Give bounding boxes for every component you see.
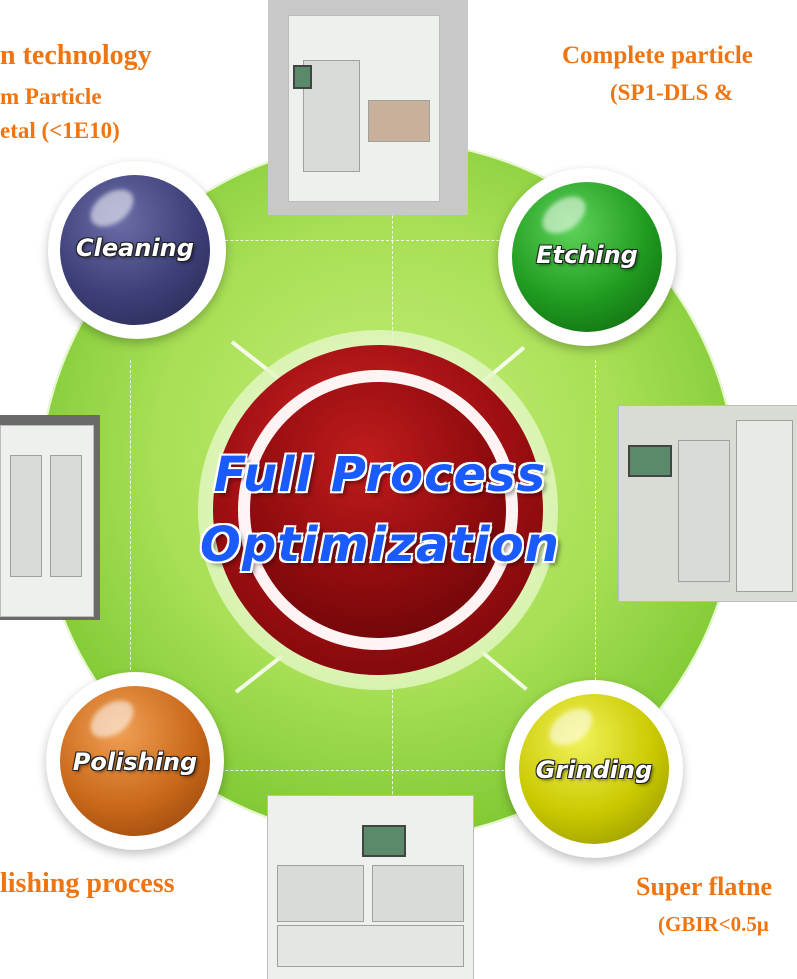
guide-line <box>120 770 680 771</box>
caption-top-left-line1: n technology <box>0 40 152 71</box>
polishing-node-ball <box>60 686 210 836</box>
caption-bottom-right-line1: Super flatne <box>636 872 773 901</box>
guide-line <box>120 240 680 241</box>
caption-bottom-right-line2: (GBIR<0.5μ <box>658 912 769 936</box>
etching-node-ball <box>512 182 662 332</box>
cleaning-node-ball <box>60 175 210 325</box>
caption-top-left-line2: m Particle <box>0 84 102 109</box>
polishing-label: Polishing <box>72 748 198 776</box>
center-inner-disc <box>250 382 506 638</box>
grinding-node-ball <box>519 694 669 844</box>
caption-top-right-line1: Complete particle <box>562 42 753 69</box>
guide-line <box>392 150 393 350</box>
grinding-equipment-image <box>262 785 477 979</box>
etching-label: Etching <box>536 241 638 269</box>
cleaning-equipment-image <box>268 0 468 215</box>
center-title-line2: Optimization <box>200 517 560 573</box>
cleaning-label: Cleaning <box>76 234 194 262</box>
center-title-line1: Full Process <box>213 447 547 503</box>
guide-line <box>130 360 131 680</box>
caption-bottom-left-line1: lishing process <box>0 868 175 899</box>
caption-top-left-line3: etal (<1E10) <box>0 118 120 143</box>
etching-equipment-image <box>618 400 797 610</box>
center-title: Full Process Optimization <box>190 440 570 580</box>
grinding-label: Grinding <box>535 756 653 784</box>
polishing-equipment-image <box>0 415 100 620</box>
caption-top-right-line2: (SP1-DLS & <box>610 80 734 105</box>
guide-line <box>392 690 393 850</box>
guide-line <box>595 360 596 680</box>
